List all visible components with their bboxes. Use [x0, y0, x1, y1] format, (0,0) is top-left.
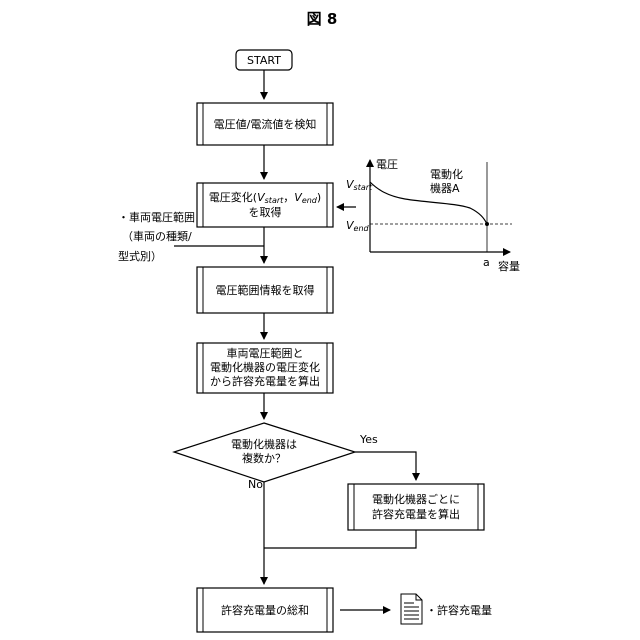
input-note-line3: 型式別）	[118, 249, 162, 264]
input-note-line1: ・車両電圧範囲	[118, 210, 195, 225]
graph-v-start-label: Vstart	[346, 177, 372, 195]
step2-v-start: V	[257, 191, 265, 204]
graph-device-label-line2: 機器A	[430, 181, 460, 196]
graph-v-start-sub: start	[354, 183, 373, 192]
step4-label-line2: 電動化機器の電圧変化	[203, 360, 327, 375]
step2-sep: ，	[283, 191, 294, 204]
graph-x-marker: a	[483, 255, 490, 270]
graph-x-axis-label: 容量	[498, 259, 520, 274]
yes-label: Yes	[360, 432, 378, 447]
step2-v-end-sub: end	[302, 196, 317, 205]
graph-v-start-v: V	[346, 178, 354, 191]
input-note-line2: （車両の種類/	[122, 229, 192, 244]
graph-device-label-line1: 電動化	[430, 167, 463, 182]
step2-label-line2: を取得	[203, 205, 327, 220]
no-label: No	[248, 477, 263, 492]
discharge-curve	[370, 182, 487, 224]
step3-label: 電圧範囲情報を取得	[203, 283, 327, 298]
decision-label-line1: 電動化機器は	[204, 437, 324, 452]
graph-y-axis-label: 電圧	[376, 157, 398, 172]
decision-label-line2: 複数か？	[204, 451, 324, 466]
output-note: ・許容充電量	[426, 603, 492, 618]
step5-label-line2: 許容充電量を算出	[354, 507, 478, 522]
end-point	[485, 222, 489, 226]
graph-v-end-sub: end	[354, 224, 369, 233]
step2-v-end: V	[294, 191, 302, 204]
step1-label: 電圧値/電流値を検知	[203, 117, 327, 132]
graph-v-end-v: V	[346, 219, 354, 232]
step2-pre: 電圧変化(	[209, 191, 257, 204]
step4-label-line1: 車両電圧範囲と	[203, 346, 327, 361]
step4-label-line3: から許容充電量を算出	[203, 374, 327, 389]
document-icon	[401, 594, 422, 624]
start-label: START	[236, 53, 292, 68]
step5-label-line1: 電動化機器ごとに	[354, 492, 478, 507]
graph-v-end-label: Vend	[346, 218, 369, 236]
step2-v-start-sub: start	[265, 196, 284, 205]
step2-post: )	[317, 191, 321, 204]
step6-label: 許容充電量の総和	[203, 603, 327, 618]
